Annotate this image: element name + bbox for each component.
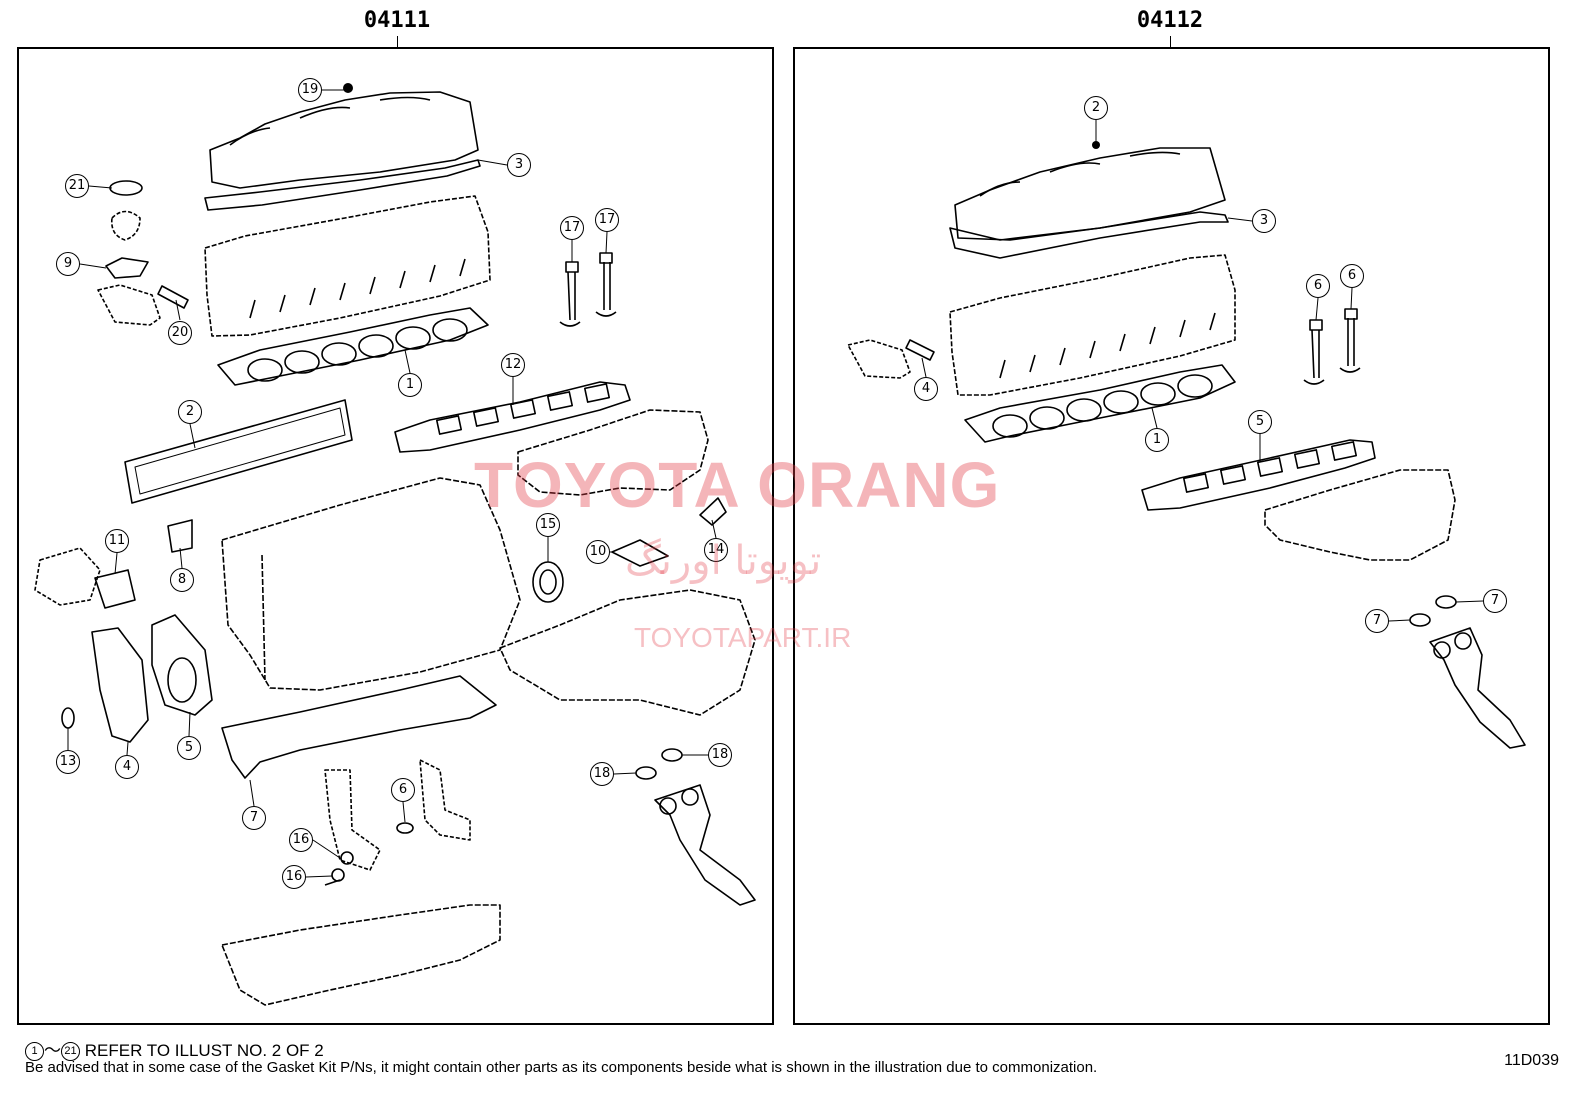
- callout-13[interactable]: 13: [56, 750, 80, 774]
- callout-1[interactable]: 1: [1145, 428, 1169, 452]
- callout-18[interactable]: 18: [708, 743, 732, 767]
- bypass-gasket: [157, 285, 189, 309]
- cylinder-head-gasket: [964, 364, 1236, 443]
- kit-leader-left: [397, 36, 398, 48]
- kit-label-left: 04111: [363, 8, 431, 33]
- advisory-note: Be advised that in some case of the Gask…: [25, 1059, 1098, 1076]
- callout-3[interactable]: 3: [507, 153, 531, 177]
- water-outlet-gasket: [105, 257, 149, 279]
- callout-4[interactable]: 4: [115, 755, 139, 779]
- callout-10[interactable]: 10: [586, 540, 610, 564]
- oil-seal: [532, 561, 564, 603]
- callout-17[interactable]: 17: [595, 208, 619, 232]
- range-start-callout: 1: [25, 1042, 44, 1062]
- kit-label-right: 04112: [1136, 8, 1204, 33]
- callout-5[interactable]: 5: [177, 736, 201, 760]
- water-inlet: [34, 547, 101, 606]
- timing-cover-gasket: [91, 627, 149, 743]
- intake-manifold: [517, 409, 709, 496]
- head-cover-gasket: [949, 211, 1229, 259]
- bypass-gasket: [905, 339, 935, 361]
- callout-15[interactable]: 15: [536, 513, 560, 537]
- exhaust-front-pipe: [1429, 627, 1526, 749]
- callout-7[interactable]: 7: [1365, 609, 1389, 633]
- head-cover-gasket: [204, 159, 481, 211]
- water-pump-gasket: [151, 614, 213, 716]
- exhaust-pipe-gasket: [635, 766, 657, 780]
- triangle-gasket: [611, 539, 669, 567]
- exhaust-pipe-gasket: [1409, 613, 1431, 627]
- small-ring-gasket: [109, 180, 143, 196]
- callout-3[interactable]: 3: [1252, 209, 1276, 233]
- exhaust-front-pipe: [654, 784, 756, 906]
- water-inlet-gasket: [94, 569, 136, 609]
- callout-2[interactable]: 2: [178, 400, 202, 424]
- callout-8[interactable]: 8: [170, 568, 194, 592]
- illustration-code: 11D039: [1504, 1052, 1559, 1069]
- callout-16[interactable]: 16: [282, 865, 306, 889]
- callout-1[interactable]: 1: [398, 373, 422, 397]
- callout-4[interactable]: 4: [914, 377, 938, 401]
- cylinder-head-cover: [954, 147, 1226, 241]
- refer-note: 1～21 REFER TO ILLUST NO. 2 OF 2: [25, 1036, 324, 1062]
- callout-18[interactable]: 18: [590, 762, 614, 786]
- exhaust-manifold: [499, 589, 756, 716]
- manifold-gasket: [394, 381, 631, 453]
- oil-pan-gasket: [221, 675, 497, 779]
- callout-7[interactable]: 7: [1483, 589, 1507, 613]
- cylinder-head: [949, 254, 1236, 396]
- callout-6[interactable]: 6: [391, 778, 415, 802]
- callout-9[interactable]: 9: [56, 252, 80, 276]
- callout-12[interactable]: 12: [501, 353, 525, 377]
- callout-17[interactable]: 17: [560, 216, 584, 240]
- callout-7[interactable]: 7: [242, 806, 266, 830]
- valve: [595, 262, 617, 317]
- callout-2[interactable]: 2: [1084, 96, 1108, 120]
- manifold-gasket: [1141, 439, 1376, 511]
- bracket-gasket: [167, 519, 193, 553]
- kit-leader-right: [1170, 36, 1171, 48]
- kit-panel-left: [17, 47, 774, 1025]
- callout-14[interactable]: 14: [704, 538, 728, 562]
- exhaust-pipe-gasket: [661, 748, 683, 762]
- small-gasket: [699, 497, 727, 526]
- cylinder-head-cover: [209, 91, 479, 189]
- callout-20[interactable]: 20: [168, 321, 192, 345]
- callout-6[interactable]: 6: [1340, 264, 1364, 288]
- o-ring: [61, 707, 75, 729]
- exhaust-pipe-gasket: [1435, 595, 1457, 609]
- intake-manifold: [1264, 469, 1456, 561]
- callout-11[interactable]: 11: [105, 529, 129, 553]
- cylinder-block: [221, 477, 521, 691]
- valve: [1303, 329, 1325, 385]
- kit-panel-right: [793, 47, 1550, 1025]
- refer-text: REFER TO ILLUST NO. 2 OF 2: [84, 1041, 324, 1060]
- callout-6[interactable]: 6: [1306, 274, 1330, 298]
- callout-19[interactable]: 19: [298, 78, 322, 102]
- range-separator: ～: [44, 1041, 61, 1060]
- callout-5[interactable]: 5: [1248, 410, 1272, 434]
- oil-pan: [221, 904, 501, 1006]
- callout-21[interactable]: 21: [65, 174, 89, 198]
- valve: [1339, 318, 1361, 373]
- valve: [559, 271, 581, 327]
- callout-16[interactable]: 16: [289, 828, 313, 852]
- side-cover-gasket: [124, 399, 353, 504]
- cylinder-head: [204, 195, 491, 337]
